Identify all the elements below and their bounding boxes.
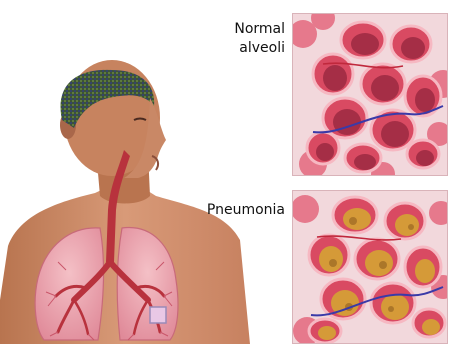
inset-marker: [150, 307, 166, 323]
normal-label-line2: alveoli: [195, 39, 285, 58]
normal-alveoli-icon: [293, 14, 448, 176]
normal-label-line1: Normal: [195, 20, 285, 39]
normal-alveoli-panel: [292, 13, 448, 176]
pneumonia-alveoli-panel: [292, 190, 448, 344]
pneumonia-alveoli-icon: [293, 191, 448, 344]
normal-alveoli-label: Normal alveoli: [195, 20, 285, 58]
pneumonia-label: Pneumonia: [185, 201, 285, 220]
